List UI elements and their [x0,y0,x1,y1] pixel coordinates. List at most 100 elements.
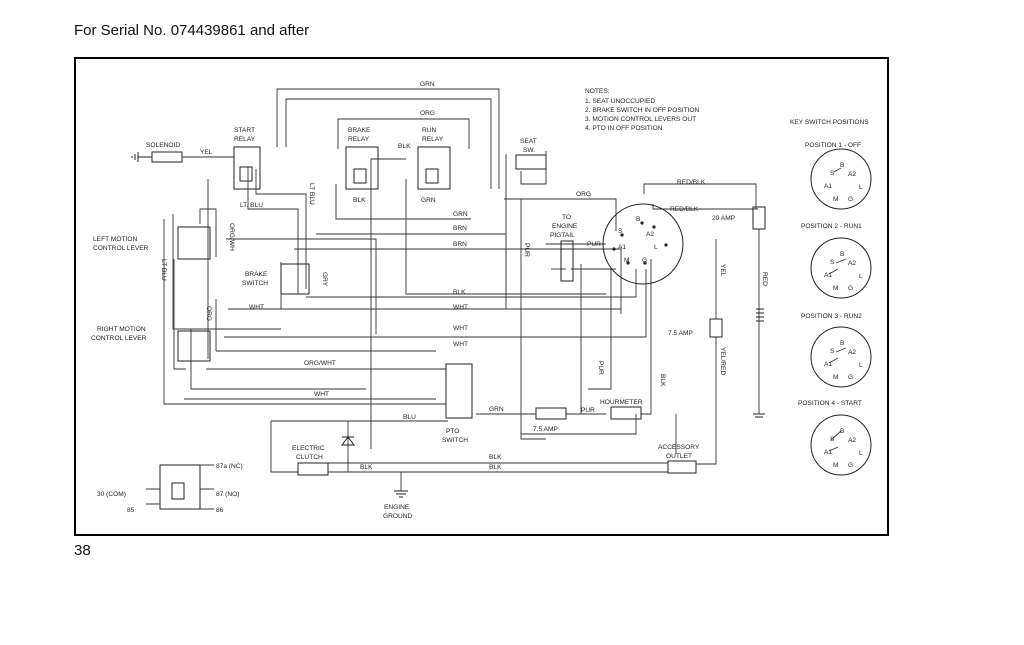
key-switch-terminals [612,221,668,265]
seat-switch-label-1: SEAT [520,138,537,145]
pigtail-label-1: TO [562,214,571,221]
p4-a2: A2 [848,437,856,444]
key-switch-position-2 [810,237,872,299]
wire-label-blk-bottom-2: BLK [489,464,502,471]
component-labels: SOLENOID START RELAY BRAKE RELAY RUN REL… [91,127,736,520]
brake-relay-box [345,146,379,190]
pigtail-label-2: ENGINE [552,223,578,230]
brake-switch-label-1: BRAKE [245,271,268,278]
hourmeter-label: HOURMETER [600,399,643,406]
key-switch-title: KEY SWITCH POSITIONS [790,119,869,126]
right-motion-switch [177,330,211,362]
relay-87a-label: 87a (NC) [216,463,243,470]
right-motion-label-1: RIGHT MOTION [97,326,146,333]
brake-relay-label-2: RELAY [348,136,370,143]
relay-87-label: 87 (NO) [216,491,239,498]
wire-label-org-key: ORG [576,191,591,198]
wire-label-blk-mid: BLK [453,289,466,296]
brake-switch-box [280,263,310,295]
red-ground-symbol [753,413,765,418]
run-relay-label-1: RUN [422,127,437,134]
fuse-75-right-label: 7.5 AMP [668,330,694,337]
notes-title: NOTES: [585,88,610,95]
page-number: 38 [74,542,91,559]
engine-ground-symbol [394,490,408,498]
wiring-schematic: NOTES: 1. SEAT UNOCCUPIED 2. BRAKE SWITC… [91,81,872,520]
p4-b: B [840,428,845,435]
wire-label-red-blk-2: RED/BLK [670,206,699,213]
wire-label-wht-4: WHT [453,341,468,348]
notes: NOTES: 1. SEAT UNOCCUPIED 2. BRAKE SWITC… [585,88,700,132]
p3-l: L [859,362,863,369]
wire-label-blk-relay: BLK [398,143,411,150]
wire-label-lt-blu: LT. BLU [240,202,263,209]
wire-label-grn-run: GRN [421,197,436,204]
wire-label-lt-blu-left: LT BLU [160,259,167,281]
p1-a2: A2 [848,171,856,178]
key-terminal-m: M [624,257,630,264]
left-motion-switch [177,226,211,260]
wire-label-org-top: ORG [420,110,435,117]
p4-l: L [859,450,863,457]
run-relay-box [417,146,451,190]
key-switch-position-3 [810,326,872,388]
key-terminal-b: B [636,216,641,223]
p4-g: G [848,462,853,469]
note-3: 3. MOTION CONTROL LEVERS OUT [585,116,696,123]
relay-legend-box [159,464,201,510]
pto-switch-label-2: SWITCH [442,437,468,444]
seat-switch-label-2: SW. [523,147,535,154]
engine-pigtail-connector [560,240,574,282]
accessory-outlet-block [667,460,697,474]
relay-legend-labels: 87a (NC) 87 (NO) 30 (COM) 85 86 [97,463,243,514]
wire-label-lt-blu-vert: LT BLU [308,183,315,205]
solenoid-label: SOLENOID [146,142,180,149]
key-terminal-g: G [642,257,647,264]
p4-s: S [830,436,835,443]
fuse-75-lower-label: 7.5 AMP [533,426,559,433]
clutch-diode-symbol [341,436,355,446]
key-switch-positions-labels: KEY SWITCH POSITIONS POSITION 1 - OFF PO… [790,119,869,469]
key-terminal-s: S [618,228,623,235]
start-relay-label-1: START [234,127,255,134]
components [131,146,766,510]
p2-g: G [848,285,853,292]
fuse-20-amp [752,206,766,230]
position-2-label: POSITION 2 - RUN1 [801,223,862,230]
p2-b: B [840,251,845,258]
relay-86-label: 86 [216,507,224,514]
left-motion-label-2: CONTROL LEVER [93,245,149,252]
solenoid-ground-symbol [131,152,152,162]
p1-a1: A1 [824,183,832,190]
start-relay-label-2: RELAY [234,136,256,143]
key-terminal-l: L [654,244,658,251]
p3-m: M [833,374,839,381]
key-switch-position-1 [810,148,872,210]
wire-label-blu: BLU [403,414,416,421]
wire-label-pur-key: PUR [587,241,601,248]
wire-label-brn-1: BRN [453,225,467,232]
wire-label-grn-pto: GRN [489,406,504,413]
red-coil-symbol [756,308,764,322]
wire-label-blk-brake: BLK [353,197,366,204]
hourmeter-block [610,406,642,420]
solenoid-block [151,151,183,163]
wire-label-org-wht: ORG/WHT [304,360,336,367]
wire-label-wht-1: WHT [249,304,264,311]
wire-label-pur-hour: PUR [581,407,595,414]
right-motion-label-2: CONTROL LEVER [91,335,147,342]
note-2: 2. BRAKE SWITCH IN OFF POSITION [585,107,700,114]
p1-b: B [840,162,845,169]
wire-lines [163,88,760,491]
clutch-label-2: CLUTCH [296,454,323,461]
wiring-diagram: NOTES: 1. SEAT UNOCCUPIED 2. BRAKE SWITC… [74,57,889,536]
wire-label-red-blk-1: RED/BLK [677,179,706,186]
wire-label-blk-vert: BLK [659,374,666,387]
key-terminal-a2: A2 [646,231,654,238]
wire-label-red: RED [761,272,768,286]
pigtail-label-3: PIGTAIL [550,232,575,239]
run-relay-label-2: RELAY [422,136,444,143]
p3-b: B [840,340,845,347]
wire-label-grn-top: GRN [420,81,435,88]
wire-label-gry: GRY [321,272,328,287]
